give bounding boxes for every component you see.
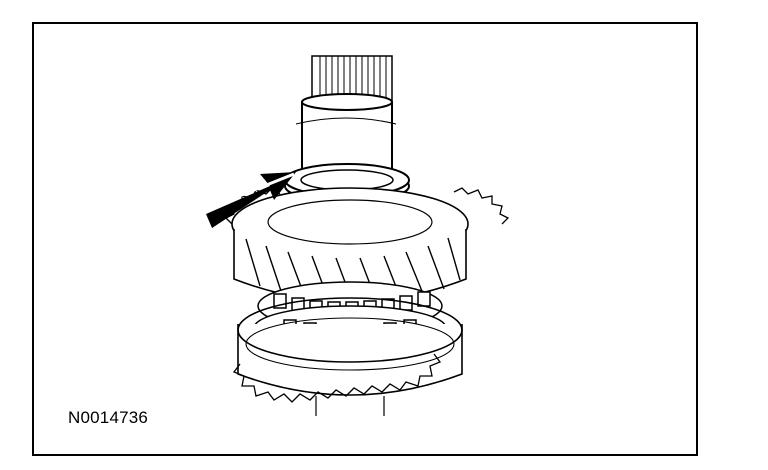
upper-helical-gear (224, 187, 510, 307)
shaft-collar (295, 93, 397, 180)
figure-id-label: N0014736 (68, 408, 149, 427)
gear-shaft-illustration (203, 55, 510, 416)
figure-frame: N0014736 (32, 22, 698, 456)
lower-spur-gear (232, 297, 463, 416)
arrow-icon (203, 172, 296, 228)
